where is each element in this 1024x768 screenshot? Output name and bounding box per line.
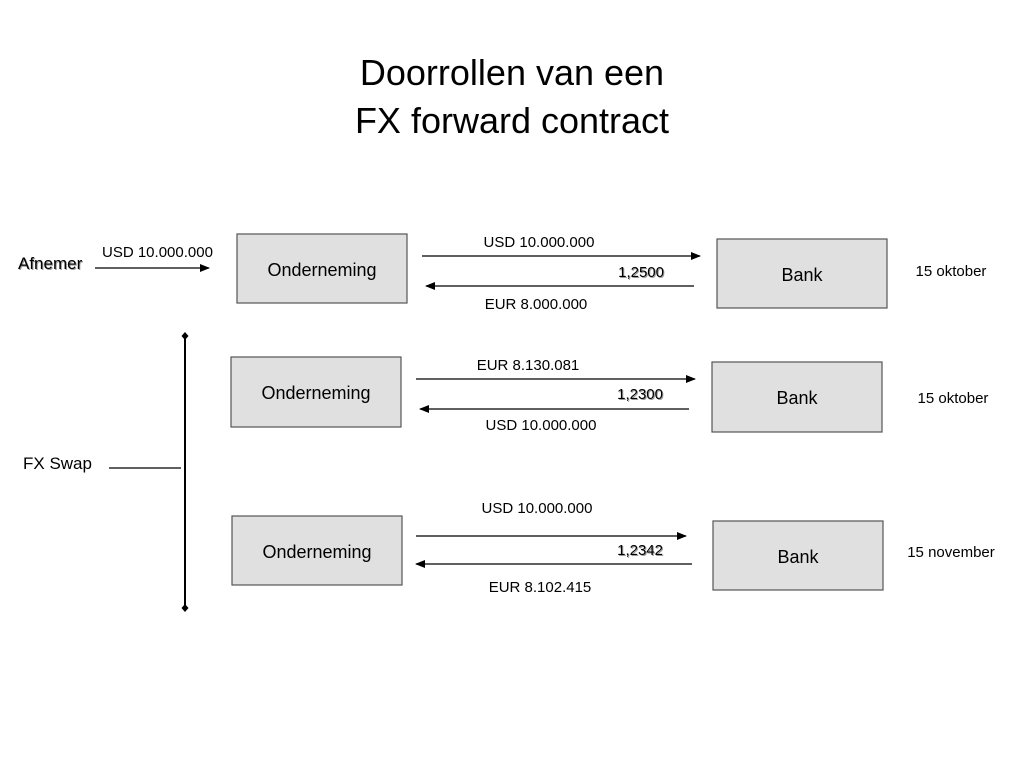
bank-label: Bank bbox=[777, 547, 819, 567]
date-label: 15 november bbox=[907, 544, 995, 561]
top-amount: USD 10.000.000 bbox=[484, 234, 595, 251]
rate-label: 1,2300 bbox=[617, 386, 663, 403]
bank-box bbox=[716, 238, 888, 309]
onderneming-label: Onderneming bbox=[262, 542, 371, 562]
row-3: Onderneming Bank USD 10.000.000 1,2342 1… bbox=[231, 500, 995, 596]
bank-label: Bank bbox=[781, 265, 823, 285]
afnemer-label: Afnemer bbox=[18, 254, 83, 273]
bank-label: Bank bbox=[776, 388, 818, 408]
bottom-amount: EUR 8.102.415 bbox=[489, 579, 592, 596]
bracket-top-diamond bbox=[181, 332, 189, 340]
afnemer-amount: USD 10.000.000 bbox=[102, 244, 213, 261]
bottom-amount: EUR 8.000.000 bbox=[485, 296, 588, 313]
fx-swap-label: FX Swap bbox=[23, 454, 92, 473]
onderneming-box bbox=[231, 515, 403, 586]
onderneming-box bbox=[236, 233, 408, 304]
date-label: 15 oktober bbox=[916, 263, 987, 280]
bracket-bottom-diamond bbox=[181, 604, 189, 612]
title-line-1: Doorrollen van een bbox=[360, 52, 664, 93]
onderneming-label: Onderneming bbox=[267, 260, 376, 280]
top-amount: EUR 8.130.081 bbox=[477, 357, 580, 374]
date-label: 15 oktober bbox=[918, 390, 989, 407]
rate-label: 1,2500 bbox=[618, 264, 664, 281]
top-amount: USD 10.000.000 bbox=[482, 500, 593, 517]
onderneming-box bbox=[230, 356, 402, 428]
rate-shadow: 1,2342 bbox=[618, 543, 664, 560]
rate-label: 1,2342 bbox=[617, 542, 663, 559]
row-2: Onderneming Bank EUR 8.130.081 1,2300 1,… bbox=[230, 356, 989, 434]
bank-box bbox=[712, 520, 884, 591]
title-line-2: FX forward contract bbox=[355, 100, 669, 141]
bank-box bbox=[711, 361, 883, 433]
onderneming-label: Onderneming bbox=[261, 383, 370, 403]
row-1: Onderneming Bank USD 10.000.000 1,2500 1… bbox=[236, 233, 987, 313]
bottom-amount: USD 10.000.000 bbox=[486, 417, 597, 434]
afnemer-label-shadow: Afnemer bbox=[19, 255, 84, 274]
rate-shadow: 1,2300 bbox=[618, 387, 664, 404]
rate-shadow: 1,2500 bbox=[619, 265, 665, 282]
